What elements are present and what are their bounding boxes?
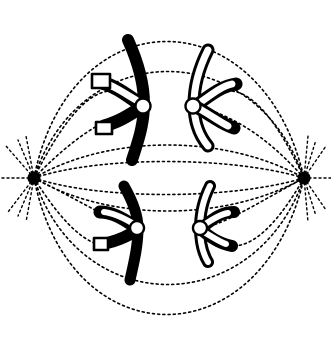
aster-rays (2, 136, 331, 222)
spindle-fibers (34, 42, 304, 315)
chromosome-upper-left (92, 40, 151, 160)
chromatid-tip (92, 74, 110, 88)
chromosome-upper-right (186, 50, 237, 146)
centromere (130, 221, 144, 235)
centromere (136, 99, 151, 114)
aster-ray (26, 178, 34, 222)
centromere (186, 99, 201, 114)
chromatid-tip (94, 238, 108, 250)
chromatid-tip (96, 122, 112, 134)
right-pole (298, 172, 311, 185)
spindle-fiber (34, 91, 142, 178)
left-pole (28, 172, 41, 185)
centromere (193, 221, 207, 235)
spindle-fiber (34, 162, 304, 179)
spindle-fiber (198, 91, 304, 178)
chromosome-lower-right (193, 186, 234, 262)
spindle-fiber (34, 178, 304, 195)
chromosome-lower-left (94, 186, 144, 280)
